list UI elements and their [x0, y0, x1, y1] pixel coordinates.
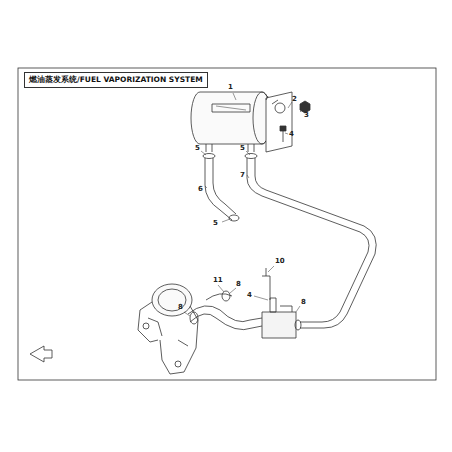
solenoid-valve: [262, 298, 301, 338]
frame: [18, 68, 436, 380]
hose: [205, 158, 236, 220]
hose: [206, 294, 232, 300]
callout-number: 5: [213, 220, 218, 227]
clamp: [222, 291, 230, 301]
hose: [247, 158, 376, 328]
callout-number: 8: [178, 304, 183, 311]
callout-number: 11: [213, 277, 223, 284]
callout-number: 4: [289, 131, 294, 138]
title: 燃油蒸发系统/FUEL VAPORIZATION SYSTEM: [24, 72, 208, 88]
direction-icon: [30, 346, 52, 362]
clamp: [229, 215, 239, 221]
callout-number: 4: [247, 292, 252, 299]
callout-number: 10: [275, 258, 285, 265]
leader-lines: [184, 93, 302, 316]
callout-number: 8: [236, 281, 241, 288]
bolt: [280, 126, 286, 142]
callout-number: 7: [240, 172, 245, 179]
callout-number: 2: [292, 96, 297, 103]
canister: [191, 92, 271, 152]
callout-number: 6: [198, 186, 203, 193]
callout-number: 3: [304, 112, 309, 119]
hose: [188, 306, 262, 330]
callout-number: 5: [195, 145, 200, 152]
throttle-body: [138, 284, 198, 374]
bracket: [262, 268, 270, 300]
callout-number: 8: [301, 299, 306, 306]
bracket: [266, 92, 292, 152]
callout-number: 1: [228, 84, 233, 91]
clamp: [245, 154, 257, 159]
callout-number: 5: [240, 145, 245, 152]
